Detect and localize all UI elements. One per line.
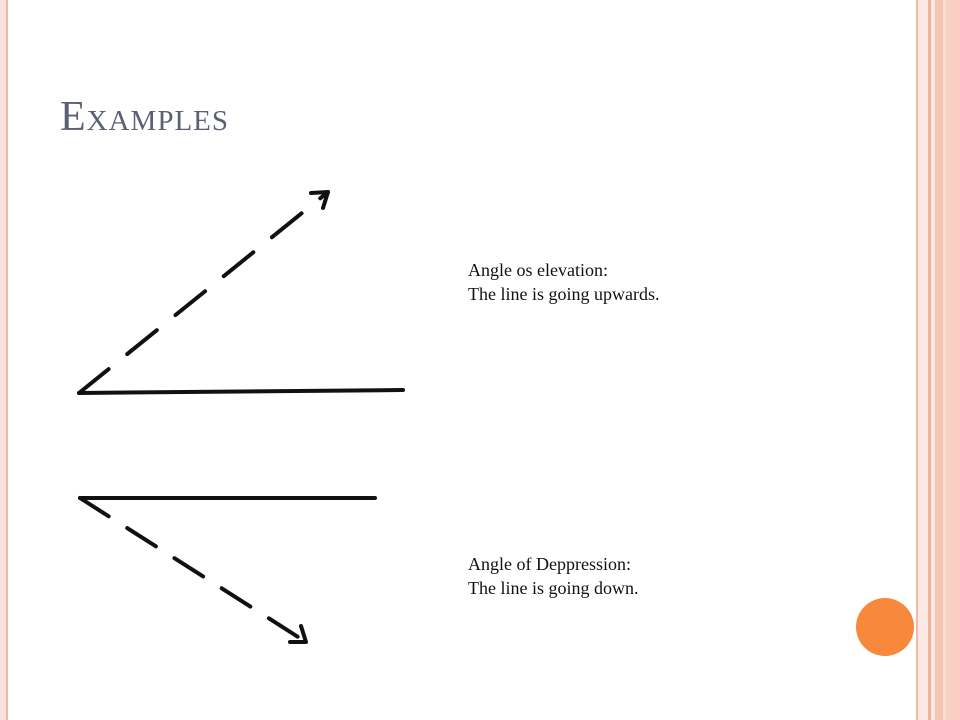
depression-caption-line2: The line is going down. bbox=[468, 578, 639, 598]
elevation-dashed-line bbox=[77, 190, 330, 395]
elevation-caption-line1: Angle os elevation: bbox=[468, 260, 608, 280]
depression-caption: Angle of Deppression: The line is going … bbox=[468, 552, 638, 600]
elevation-arrowhead bbox=[309, 190, 330, 210]
slide-title: Examples bbox=[60, 94, 230, 140]
orange-circle-decoration bbox=[856, 598, 914, 656]
right-decorative-stripes bbox=[916, 0, 960, 720]
elevation-caption: Angle os elevation: The line is going up… bbox=[468, 258, 659, 306]
elevation-horizontal-line bbox=[77, 388, 405, 395]
left-border bbox=[0, 0, 8, 720]
depression-caption-line1: Angle of Deppression: bbox=[468, 554, 631, 574]
depression-dashed-line bbox=[78, 496, 308, 644]
depression-arrowhead bbox=[288, 624, 308, 644]
elevation-caption-line2: The line is going upwards. bbox=[468, 284, 660, 304]
